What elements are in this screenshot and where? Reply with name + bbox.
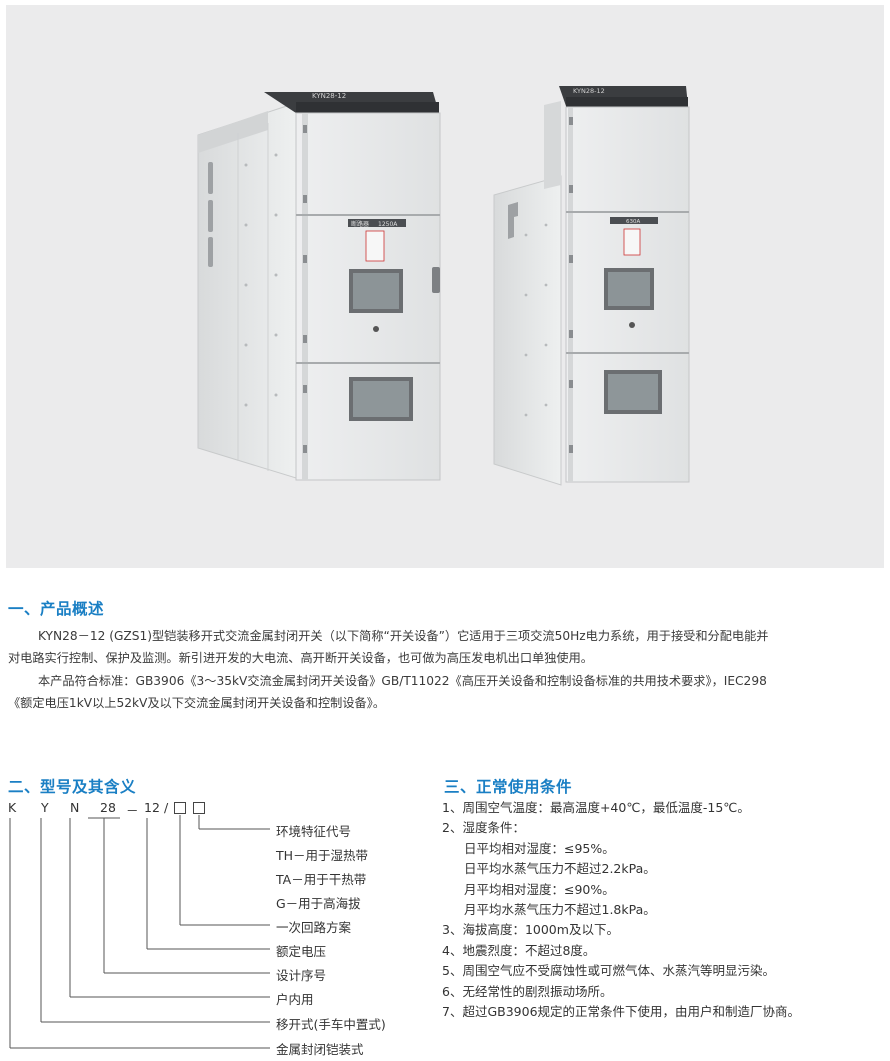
- condition-item: 5、周围空气应不受腐蚀性或可燃气体、水蒸汽等明显污染。: [442, 963, 775, 979]
- left-rating: 1250A: [378, 221, 398, 228]
- left-cabinet-label: KYN28-12: [312, 92, 346, 100]
- label-g: G－用于高海拔: [276, 896, 361, 911]
- condition-item: 7、超过GB3906规定的正常条件下使用，由用户和制造厂协商。: [442, 1003, 801, 1019]
- model-box-1: [174, 802, 186, 814]
- conditions-list: 1、周围空气温度：最高温度+40℃，最低温度-15℃。 2、湿度条件： 日平均相…: [442, 798, 882, 1022]
- condition-subitem: 月平均水蒸气压力不超过1.8kPa。: [464, 901, 656, 917]
- model-char-k: K: [8, 800, 17, 815]
- right-cabinet: KYN28-12 630A: [493, 86, 690, 486]
- condition-item: 4、地震烈度：不超过8度。: [442, 942, 596, 958]
- condition-subitem: 日平均相对湿度：≤95%。: [464, 840, 615, 856]
- label-ta: TA－用于干热带: [276, 872, 367, 887]
- section3-title: 三、正常使用条件: [444, 778, 573, 796]
- section1-title: 一、产品概述: [8, 600, 105, 618]
- condition-subitem: 月平均相对湿度：≤90%。: [464, 881, 615, 897]
- section1-para2-line2: 《额定电压1kV以上52kV及以下交流金属封闭开关设备和控制设备》。: [8, 695, 386, 710]
- label-primary-circuit: 一次回路方案: [276, 920, 352, 935]
- condition-item: 1、周围空气温度：最高温度+40℃，最低温度-15℃。: [442, 800, 750, 815]
- label-metal-clad: 金属封闭铠装式: [276, 1042, 364, 1057]
- product-photo: KYN28-12 断路器 1250A: [6, 5, 884, 568]
- right-rating: 630A: [626, 219, 640, 225]
- section1-para1-line1: KYN28－12 (GZS1)型铠装移开式交流金属封闭开关（以下简称“开关设备”…: [38, 629, 769, 643]
- model-char-28: 28: [100, 800, 116, 815]
- model-code: K Y N 28 － 12 /: [6, 800, 236, 820]
- condition-item: 3、海拔高度：1000m及以下。: [442, 922, 619, 938]
- left-panel-name: 断路器: [351, 220, 369, 228]
- section1-body: KYN28－12 (GZS1)型铠装移开式交流金属封闭开关（以下简称“开关设备”…: [8, 625, 884, 714]
- label-withdrawable: 移开式(手车中置式): [276, 1017, 386, 1032]
- condition-item: 2、湿度条件：: [442, 820, 525, 836]
- label-th: TH－用于湿热带: [276, 848, 369, 863]
- right-cabinet-label: KYN28-12: [573, 87, 605, 95]
- model-char-slash: /: [164, 800, 169, 815]
- switchgear-illustration: KYN28-12 断路器 1250A: [197, 86, 690, 486]
- model-box-2: [193, 802, 205, 814]
- section1-para1-line2: 对电路实行控制、保护及监测。新引进开发的大电流、高开断开关设备，也可做为高压发电…: [8, 651, 593, 666]
- model-char-n: N: [70, 800, 80, 815]
- section1-para2-line1: 本产品符合标准：GB3906《3～35kV交流金属封闭开关设备》GB/T1102…: [38, 673, 767, 688]
- model-char-12: 12: [144, 800, 160, 815]
- condition-item: 6、无经常性的剧烈振动场所。: [442, 983, 613, 999]
- model-char-dash: －: [126, 803, 139, 818]
- label-indoor: 户内用: [276, 992, 314, 1007]
- condition-subitem: 日平均水蒸气压力不超过2.2kPa。: [464, 861, 656, 877]
- model-char-y: Y: [41, 800, 49, 815]
- left-cabinet: KYN28-12 断路器 1250A: [197, 92, 441, 481]
- label-env-code: 环境特征代号: [276, 824, 352, 839]
- label-rated-voltage: 额定电压: [276, 944, 327, 959]
- section2-title: 二、型号及其含义: [8, 778, 137, 796]
- label-design-serial: 设计序号: [276, 968, 327, 983]
